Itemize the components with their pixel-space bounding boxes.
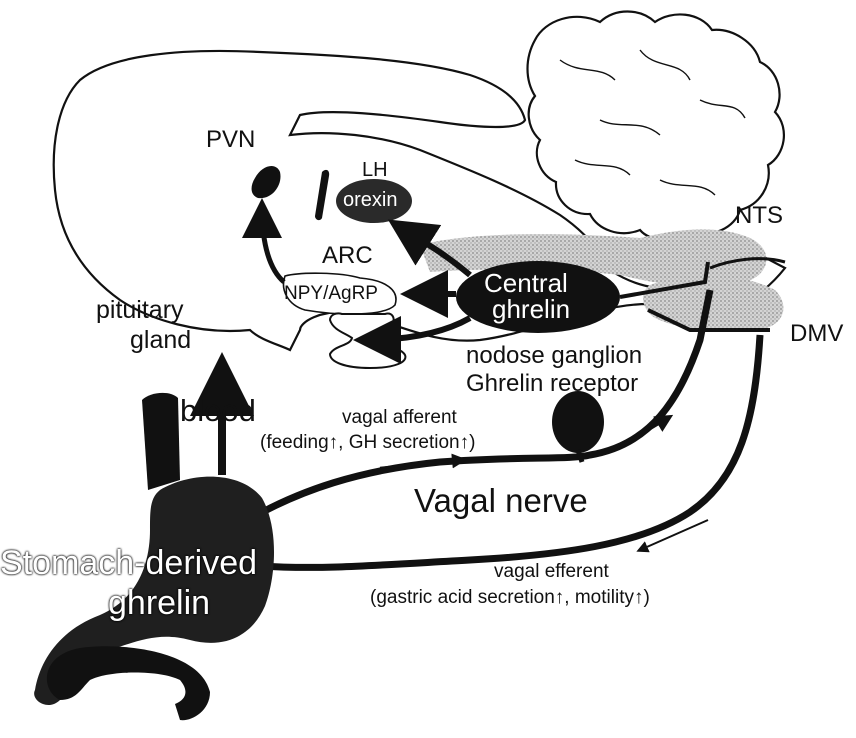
nodose-label-1: nodose ganglion: [466, 344, 642, 368]
pituitary-label-1: pituitary: [96, 298, 184, 323]
blood-label: blood: [180, 395, 256, 426]
afferent-small-arrow-right: [618, 418, 668, 448]
dmv-label: DMV: [790, 322, 843, 346]
vagal-afferent-label-2: (feeding↑, GH secretion↑): [260, 433, 475, 452]
vagal-efferent-label-1: vagal efferent: [494, 562, 609, 581]
vagal-efferent-label-2: (gastric acid secretion↑, motility↑): [370, 588, 650, 607]
nts-label: NTS: [735, 204, 783, 228]
arc-label: ARC: [322, 244, 373, 268]
vagal-afferent-label-1: vagal afferent: [342, 408, 457, 427]
lh-label: LH: [362, 160, 388, 180]
vagal-nerve-label: Vagal nerve: [414, 484, 588, 517]
nodose-ganglion: [552, 391, 604, 453]
pvn-label: PVN: [206, 128, 255, 152]
duodenum: [47, 646, 210, 720]
central-ghrelin-label-2: ghrelin: [492, 296, 570, 322]
stomach-label-1: Stomach-derived: [0, 546, 257, 580]
esophagus: [142, 393, 180, 490]
orexin-label: orexin: [343, 190, 397, 210]
central-ghrelin-label-1: Central: [484, 270, 568, 296]
nodose-label-2: Ghrelin receptor: [466, 372, 638, 396]
npy-agrp-label: NPY/AgRP: [284, 284, 378, 303]
stomach-label-2: ghrelin: [108, 586, 210, 620]
pituitary-label-2: gland: [130, 328, 191, 353]
